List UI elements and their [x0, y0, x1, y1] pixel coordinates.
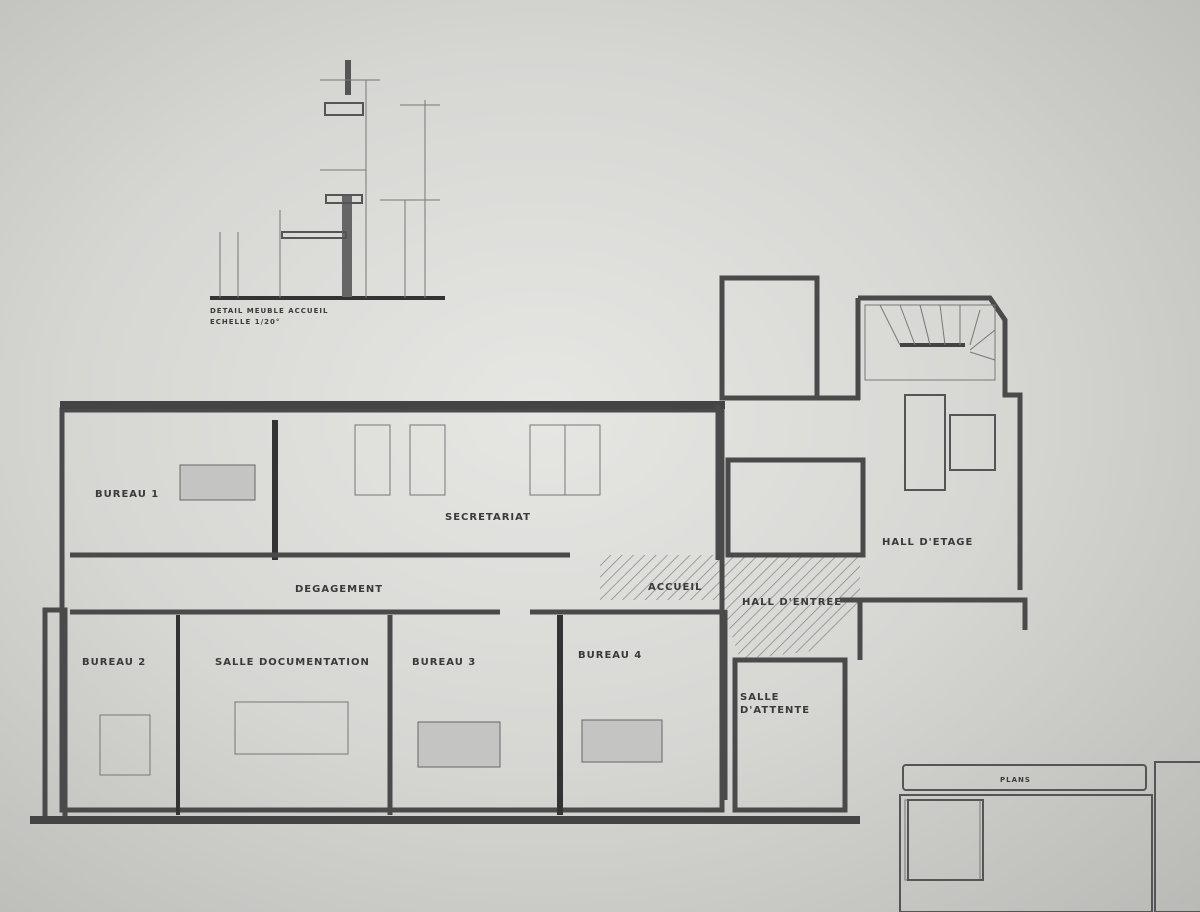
room-label-hall-etage: HALL D'ETAGE — [882, 537, 973, 548]
room-label-secretariat: SECRETARIAT — [445, 512, 531, 523]
room-label-hall-entree: HALL D'ENTREE — [742, 597, 842, 608]
furniture — [99, 424, 981, 881]
room-label-salle-documentation: SALLE DOCUMENTATION — [215, 657, 370, 668]
detail-scale: ECHELLE 1/20° — [210, 318, 280, 326]
room-label-accueil: ACCUEIL — [648, 582, 702, 593]
title-block: PLANS — [899, 761, 1200, 912]
detail-title: DETAIL MEUBLE ACCUEIL — [210, 307, 328, 315]
walls — [30, 275, 1028, 824]
entry-hatch — [600, 555, 860, 660]
room-label-bureau-3: BUREAU 3 — [412, 657, 476, 668]
title-block-header: PLANS — [1000, 776, 1031, 784]
furniture-detail-drawing: DETAIL MEUBLE ACCUEIL ECHELLE 1/20° — [210, 60, 445, 326]
room-label-bureau-1: BUREAU 1 — [95, 489, 159, 500]
staircase — [864, 304, 996, 381]
room-label-salle-attente-2: D'ATTENTE — [740, 705, 810, 716]
room-label-salle-attente: SALLE — [740, 692, 780, 703]
room-label-bureau-4: BUREAU 4 — [578, 650, 642, 661]
room-label-bureau-2: BUREAU 2 — [82, 657, 146, 668]
room-label-degagement: DEGAGEMENT — [295, 584, 383, 595]
